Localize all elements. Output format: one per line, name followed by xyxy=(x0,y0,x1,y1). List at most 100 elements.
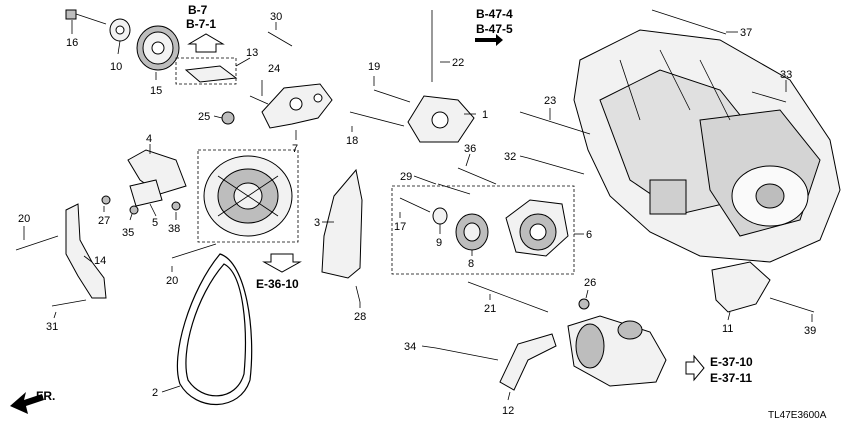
bolt-17 xyxy=(399,197,431,213)
bolt-39 xyxy=(769,297,815,313)
callout-9: 9 xyxy=(436,237,442,249)
ref-b47-group: B-47-4 B-47-5 xyxy=(475,7,513,46)
callout-25: 25 xyxy=(198,111,210,123)
bracket-13-box xyxy=(175,57,237,85)
bolt-20-center xyxy=(171,243,217,259)
bracket-4 xyxy=(127,149,187,195)
callout-12: 12 xyxy=(502,405,514,417)
washer-9 xyxy=(432,207,448,225)
arrow-icon xyxy=(475,34,503,46)
callout-37: 37 xyxy=(740,27,752,39)
callout-19: 19 xyxy=(368,61,380,73)
front-arrow: FR. xyxy=(10,389,55,414)
callout-15: 15 xyxy=(150,85,162,97)
ref-b7-group: B-7 B-7-1 xyxy=(186,3,225,53)
callout-10: 10 xyxy=(110,61,122,73)
ref-e3610[interactable]: E-36-10 xyxy=(256,277,299,291)
callout-28: 28 xyxy=(354,311,366,323)
bolt-31 xyxy=(51,299,87,307)
nut-25 xyxy=(221,111,235,125)
front-arrow-icon xyxy=(10,392,44,414)
ref-e3610-group: E-36-10 xyxy=(256,253,302,291)
alternator-box xyxy=(197,149,299,243)
callout-29: 29 xyxy=(400,171,412,183)
callouts: 1 2 3 4 5 6 7 8 9 10 11 12 13 14 15 16 1 xyxy=(18,11,816,417)
bolt-21 xyxy=(467,281,549,313)
bracket-5 xyxy=(129,179,163,207)
callout-38: 38 xyxy=(168,223,180,235)
bolt-37 xyxy=(651,9,727,35)
callout-32: 32 xyxy=(504,151,516,163)
callout-1: 1 xyxy=(482,109,488,121)
callout-34: 34 xyxy=(404,341,416,353)
callout-36: 36 xyxy=(464,143,476,155)
callout-13: 13 xyxy=(246,47,258,59)
ref-e37-10[interactable]: E-37-10 xyxy=(710,355,753,369)
callout-17: 17 xyxy=(394,221,406,233)
bracket-14 xyxy=(65,203,107,299)
callout-20b: 20 xyxy=(166,275,178,287)
callout-16: 16 xyxy=(66,37,78,49)
callout-11: 11 xyxy=(722,323,733,335)
callout-21: 21 xyxy=(484,303,496,315)
diagram-code: TL47E3600A xyxy=(768,410,827,421)
up-arrow-icon xyxy=(187,33,225,53)
bolt-27 xyxy=(101,195,111,205)
cover-3 xyxy=(321,168,363,279)
bracket-12 xyxy=(499,333,557,391)
callout-18: 18 xyxy=(346,135,358,147)
ref-e37-11[interactable]: E-37-11 xyxy=(710,371,752,385)
pulley-8 xyxy=(455,213,489,251)
ref-b7[interactable]: B-7 xyxy=(188,3,208,17)
callout-7: 7 xyxy=(292,143,298,155)
ref-b47-4[interactable]: B-47-4 xyxy=(476,7,513,21)
tensioner-box xyxy=(391,185,575,275)
right-arrow-icon xyxy=(685,354,705,382)
callout-23: 23 xyxy=(544,95,556,107)
callout-2: 2 xyxy=(152,387,158,399)
callout-31: 31 xyxy=(46,321,58,333)
callout-35: 35 xyxy=(122,227,134,239)
idler-pulley-15 xyxy=(136,25,180,71)
bolt-16 xyxy=(65,9,107,25)
tensioner-body xyxy=(505,199,569,257)
callout-22: 22 xyxy=(452,57,464,69)
callout-30: 30 xyxy=(270,11,282,23)
bolt-32 xyxy=(527,157,585,175)
callout-4: 4 xyxy=(146,133,152,145)
callout-39: 39 xyxy=(804,325,816,337)
callout-20a: 20 xyxy=(18,213,30,225)
ref-b47-5[interactable]: B-47-5 xyxy=(476,22,513,36)
bolt-34 xyxy=(435,347,499,361)
bracket-11 xyxy=(711,261,771,313)
bolt-19 xyxy=(373,89,411,103)
ref-b7-1[interactable]: B-7-1 xyxy=(186,17,216,31)
alternator xyxy=(203,155,293,237)
callout-3: 3 xyxy=(314,217,320,229)
starter-motor xyxy=(567,315,667,387)
callout-14: 14 xyxy=(94,255,106,267)
bolt-18 xyxy=(349,111,405,127)
bolt-33 xyxy=(751,91,787,103)
bolt-23 xyxy=(519,111,591,135)
rod-24 xyxy=(249,95,269,105)
callout-24: 24 xyxy=(268,63,280,75)
callout-8: 8 xyxy=(468,258,474,270)
callout-33: 33 xyxy=(780,69,792,81)
ref-e37-group: E-37-10 E-37-11 xyxy=(685,354,753,385)
callout-26: 26 xyxy=(584,277,596,289)
bolt-35 xyxy=(129,205,139,215)
bolt-36 xyxy=(457,167,497,185)
transmission-case xyxy=(573,29,841,263)
bolt-38 xyxy=(171,201,181,211)
down-arrow-icon xyxy=(262,253,302,273)
callout-5: 5 xyxy=(152,217,158,229)
front-label: FR. xyxy=(36,389,55,403)
bolt-29 xyxy=(437,183,471,195)
bolt-28 xyxy=(355,285,361,303)
callout-27: 27 xyxy=(98,215,110,227)
drive-belt-2 xyxy=(176,253,253,406)
bolt-20-left xyxy=(15,235,59,251)
callout-6: 6 xyxy=(586,229,592,241)
